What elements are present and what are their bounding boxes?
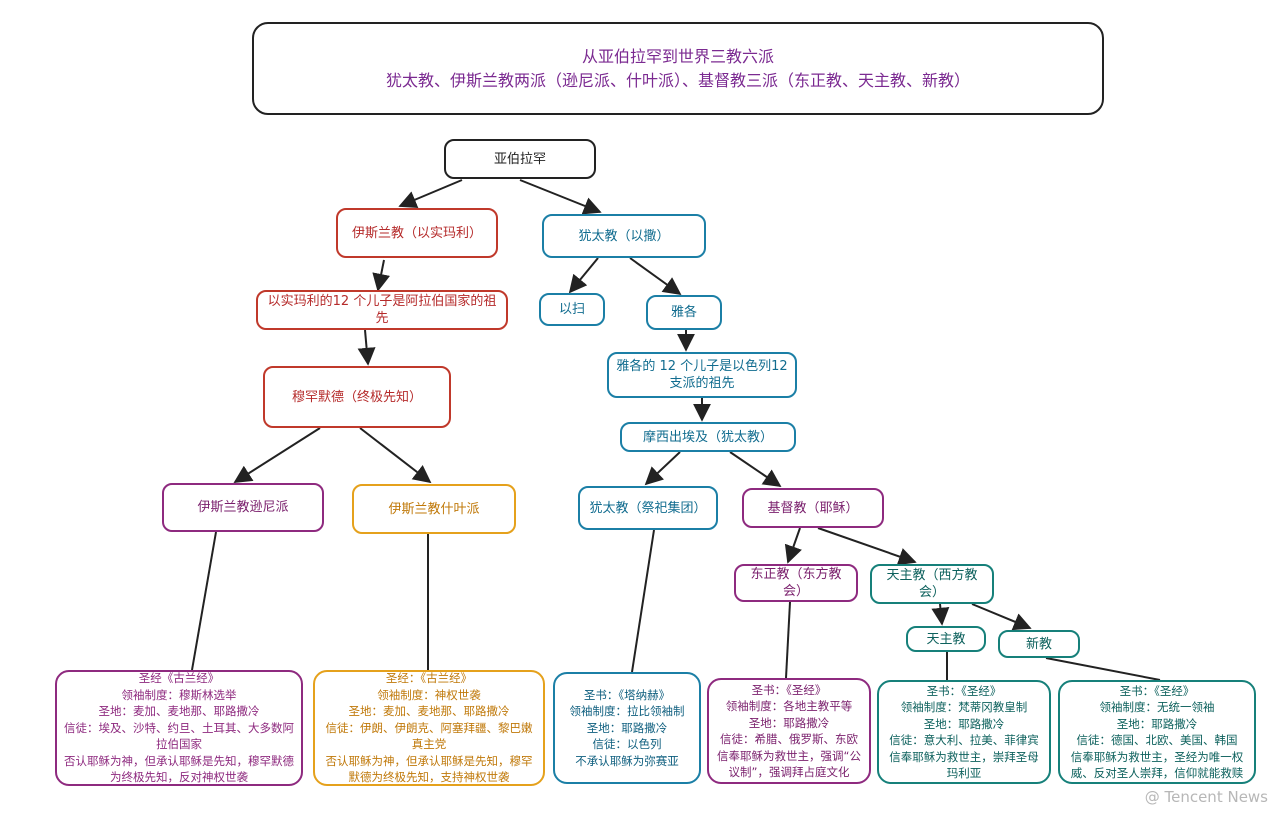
node-shia: 伊斯兰教什叶派 — [352, 484, 516, 534]
node-moses: 摩西出埃及（犹太教） — [620, 422, 796, 452]
edge-muhammad-shia — [359, 427, 432, 484]
node-orthodox: 东正教（东方教会） — [734, 564, 858, 602]
node-protestant: 新教 — [998, 630, 1080, 658]
edge-judaism-info — [631, 529, 655, 673]
node-christianity: 基督教（耶稣） — [742, 488, 884, 528]
info-sunni: 圣经《古兰经》 领袖制度：穆斯林选举 圣地：麦加、麦地那、耶路撒冷 信徒：埃及、… — [55, 670, 303, 786]
title-line-1: 从亚伯拉罕到世界三教六派 — [581, 46, 774, 66]
edge-judaism-jacob — [629, 257, 682, 296]
edge-christianity-catholic-western — [817, 527, 917, 566]
edge-western-protestant — [971, 603, 1032, 631]
info-judaism: 圣书：《塔纳赫》 领袖制度：拉比领袖制 圣地：耶路撒冷 信徒：以色列 不承认耶稣… — [553, 672, 701, 784]
title-box: 从亚伯拉罕到世界三教六派 犹太教、伊斯兰教两派（逊尼派、什叶派）、基督教三派（东… — [252, 22, 1104, 115]
node-abraham: 亚伯拉罕 — [444, 139, 596, 179]
node-sunni: 伊斯兰教逊尼派 — [162, 483, 324, 532]
edge-moses-christianity — [729, 451, 782, 488]
watermark: @ Tencent News — [1144, 788, 1268, 806]
edge-western-catholic — [931, 603, 950, 626]
info-shia: 圣经：《古兰经》 领袖制度：神权世袭 圣地：麦加、麦地那、耶路撒冷 信徒：伊朗、… — [313, 670, 545, 786]
node-islam: 伊斯兰教（以实玛利） — [336, 208, 498, 258]
info-orthodox: 圣书：《圣经》 领袖制度：各地主教平等 圣地：耶路撒冷 信徒：希腊、俄罗斯、东欧… — [707, 678, 871, 784]
node-judaism-priest: 犹太教（祭祀集团） — [578, 486, 718, 530]
node-judaism-isaac: 犹太教（以撒） — [542, 214, 706, 258]
node-muhammad: 穆罕默德（终极先知） — [263, 366, 451, 428]
info-protestant: 圣书：《圣经》 领袖制度：无统一领袖 圣地：耶路撒冷 信徒：德国、北欧、美国、韩… — [1058, 680, 1256, 784]
edge-abraham-islam — [398, 179, 463, 209]
node-catholic: 天主教 — [906, 626, 986, 652]
edge-sons-muhammad — [357, 329, 376, 366]
edge-muhammad-sunni — [233, 427, 321, 483]
edge-christianity-orthodox — [784, 527, 802, 564]
edge-sunni-info — [191, 531, 217, 671]
edge-orthodox-info — [785, 601, 791, 679]
edge-protestant-info — [1045, 657, 1161, 681]
node-esau: 以扫 — [539, 293, 605, 326]
edge-islam-sons — [372, 259, 391, 292]
edge-moses-judaism-priest — [644, 451, 681, 486]
node-catholic-western: 天主教（西方教会） — [870, 564, 994, 604]
title-line-2: 犹太教、伊斯兰教两派（逊尼派、什叶派）、基督教三派（东正教、天主教、新教） — [385, 70, 970, 90]
edge-judaism-esau — [568, 257, 599, 294]
edge-abraham-judaism — [519, 179, 602, 215]
node-ishmael-sons: 以实玛利的12 个儿子是阿拉伯国家的祖先 — [256, 290, 508, 330]
node-jacob-sons: 雅各的 12 个儿子是以色列12支派的祖先 — [607, 352, 797, 398]
node-jacob: 雅各 — [646, 295, 722, 330]
info-catholic: 圣书：《圣经》 领袖制度：梵蒂冈教皇制 圣地：耶路撒冷 信徒：意大利、拉美、菲律… — [877, 680, 1051, 784]
